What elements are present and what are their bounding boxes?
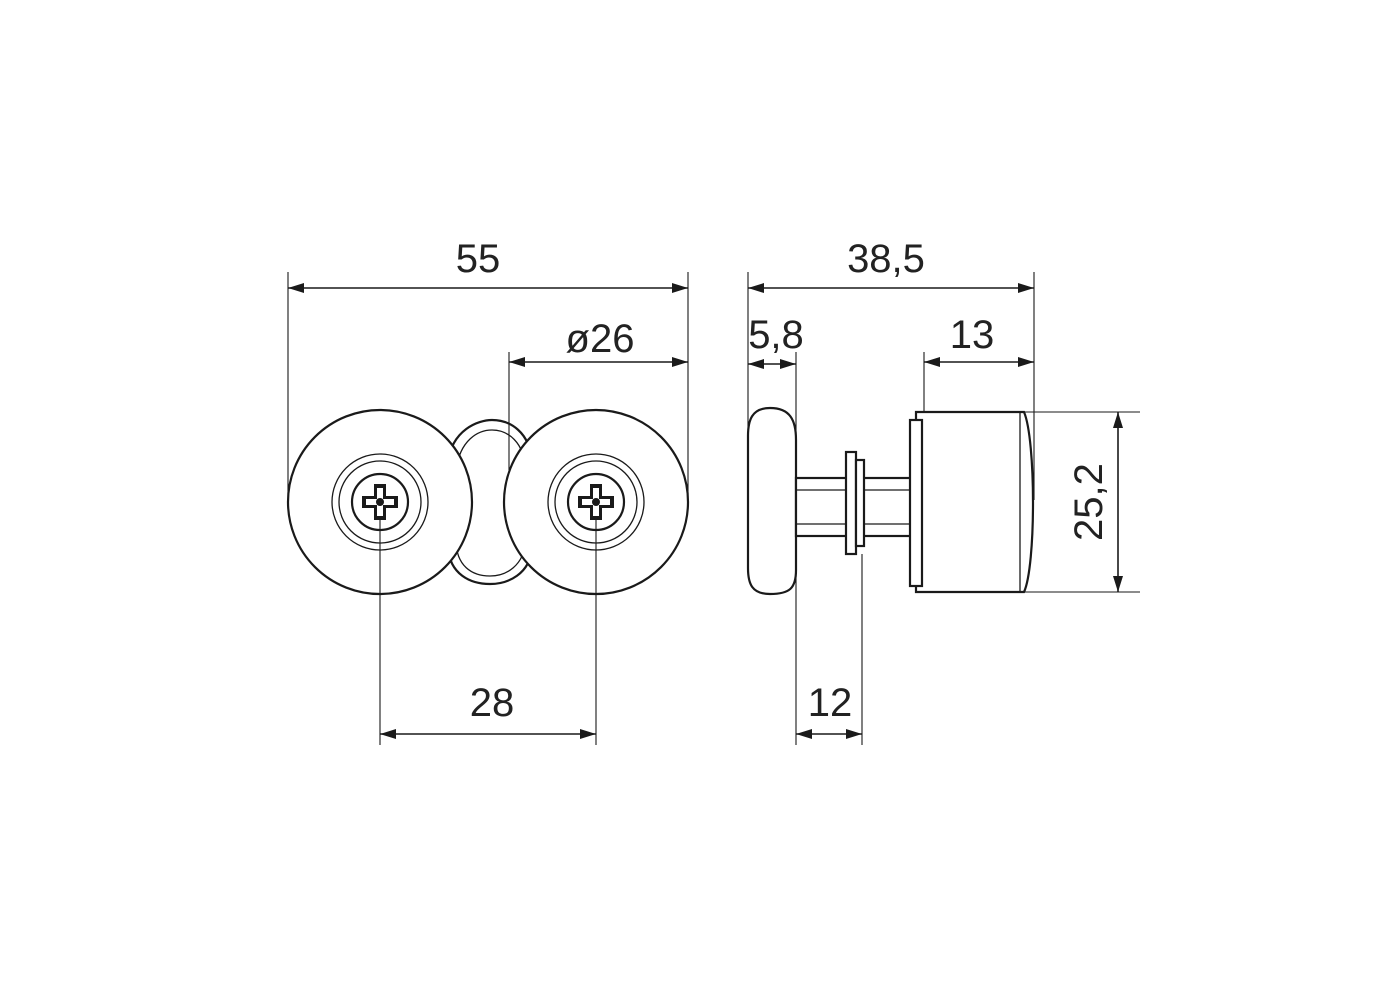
dim-body-height: 25,2 — [1067, 463, 1111, 541]
side-body — [914, 410, 1035, 594]
dim-side-overall-depth: 38,5 — [847, 237, 925, 281]
dim-wheel-diameter: ø26 — [566, 317, 635, 361]
dim-axle-spacing: 28 — [470, 681, 515, 725]
side-wheel — [746, 406, 798, 596]
right-wheel — [502, 408, 690, 596]
front-view: 55 ø26 28 — [286, 237, 690, 745]
side-view: 38,5 5,8 13 25,2 12 — [746, 237, 1140, 745]
dim-front-overall-width: 55 — [456, 237, 501, 281]
dim-wheel-thickness: 5,8 — [748, 313, 804, 357]
dim-body-length: 13 — [950, 313, 995, 357]
dim-shaft-length: 12 — [808, 681, 853, 725]
